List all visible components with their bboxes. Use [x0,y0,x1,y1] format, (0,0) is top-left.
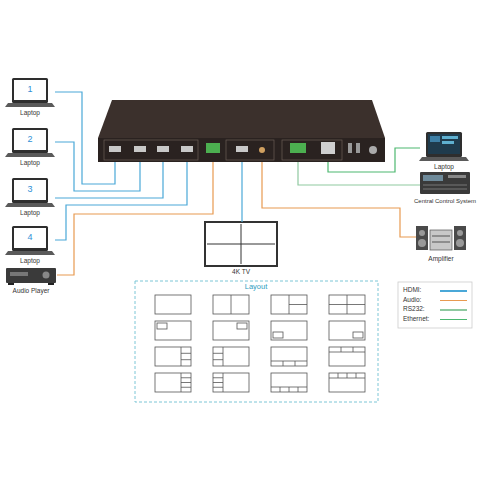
device-label: Laptop [20,209,40,216]
audio-player-icon [6,268,56,285]
device-label: 4K TV [232,268,250,275]
laptop-icon [5,78,55,107]
callout-number: 2 [27,134,32,144]
laptop-node: 4Laptop [6,226,54,255]
laptop-icon [419,132,469,161]
device-label: Audio Player [13,287,50,294]
device-label: Amplifier [428,255,453,262]
device-label: Central Control System [414,198,476,205]
device-label: Laptop [20,159,40,166]
layout-panel [135,281,378,402]
audio-player-node: Audio Player [6,268,56,283]
legend-line [440,290,467,292]
callout-number: 3 [27,184,32,194]
audio-wire [262,162,416,237]
laptop-node: 2Laptop [6,128,54,157]
legend-label: RS232: [403,305,425,312]
laptop-node: 3Laptop [6,178,54,207]
device-label: Laptop [20,257,40,264]
laptop-node: 1Laptop [6,78,54,107]
laptop-node: Laptop [419,132,469,161]
laptop-icon [5,178,55,207]
legend-label: Audio: [403,296,421,303]
audio-wire [57,162,213,275]
layout-panel-node: Layout [135,281,378,402]
device-label: Layout [245,283,268,292]
hdmi-wire [55,92,115,184]
amplifier-node: Amplifier [416,224,466,252]
callout-number: 4 [27,232,32,242]
amplifier-icon [416,226,466,250]
legend-line [440,319,467,321]
legend-line [440,300,467,302]
legend-label: HDMI: [403,286,421,293]
hdmi-wire [55,142,140,191]
device-label: Laptop [434,163,454,170]
rs232-wire [298,162,420,185]
control-system-icon [420,172,470,194]
hdmi-wire [55,162,187,240]
laptop-icon [5,128,55,157]
hdmi-wire [241,162,242,222]
tv-node: 4K TV [205,222,277,266]
legend-box [398,282,472,328]
legend-line [440,309,467,311]
laptop-icon [5,226,55,255]
control-system-node: Central Control System [420,172,470,194]
multiviewer-device [98,100,385,162]
layout-thumbnails [155,295,365,392]
tv-icon [205,222,277,266]
device-label: Laptop [20,109,40,116]
ethernet-wire [328,148,420,172]
hdmi-wire [55,162,163,198]
callout-number: 1 [27,84,32,94]
legend-label: Ethernet: [403,315,429,322]
